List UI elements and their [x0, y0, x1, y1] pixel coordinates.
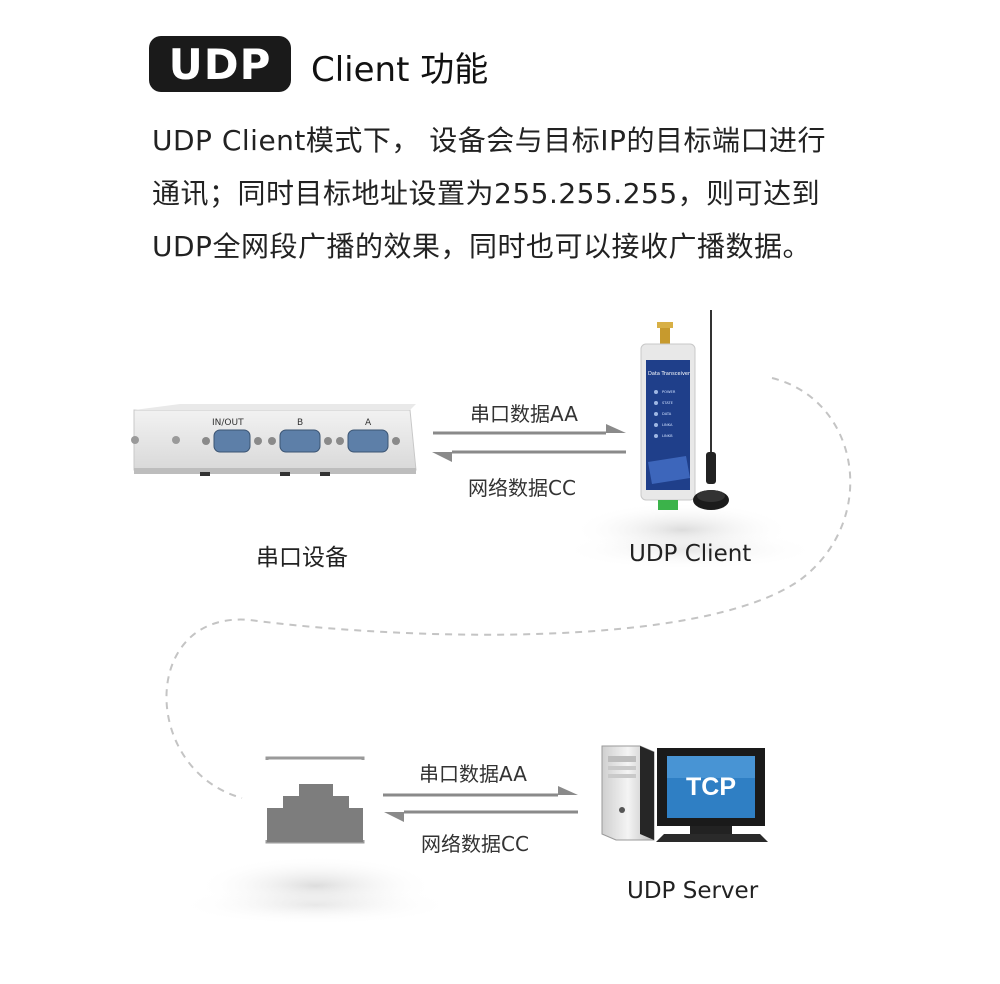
section-title: Client 功能	[311, 50, 489, 90]
udp-client-device-icon: Data Transceiver POWER STATE DATA LINKA …	[640, 322, 696, 510]
led-label: LINKB	[662, 434, 673, 438]
top-forward-arrow	[433, 424, 626, 435]
description: UDP Client模式下， 设备会与目标IP的目标端口进行 通讯；同时目标地址…	[152, 114, 872, 273]
led-label: DATA	[662, 412, 672, 416]
led-label: POWER	[662, 390, 676, 394]
top-back-label: 网络数据CC	[468, 476, 576, 500]
led-label: STATE	[662, 401, 674, 405]
ethernet-port-icon	[263, 756, 367, 844]
monitor-text: TCP	[686, 773, 736, 801]
ethernet-shadow-2	[176, 885, 456, 925]
port-label: IN/OUT	[212, 418, 244, 428]
client-shadow-2	[560, 530, 820, 570]
port-label: A	[365, 418, 372, 428]
bottom-forward-label: 串口数据AA	[419, 762, 527, 786]
bottom-forward-arrow	[383, 786, 578, 797]
top-back-arrow	[432, 450, 626, 462]
udp-server-label: UDP Server	[627, 878, 759, 904]
description-line: UDP Client模式下， 设备会与目标IP的目标端口进行	[152, 124, 826, 157]
antenna-icon	[693, 310, 729, 510]
bottom-back-label: 网络数据CC	[421, 832, 529, 856]
description-line: 通讯；同时目标地址设置为255.255.255，则可达到	[152, 177, 821, 210]
led-label: LINKA	[662, 423, 673, 427]
serial-device-icon	[131, 404, 417, 476]
serial-device-label: 串口设备	[256, 545, 348, 571]
port-label: B	[297, 418, 304, 428]
monitor-icon: TCP	[656, 748, 768, 842]
device-brand-text: Data Transceiver	[648, 371, 691, 377]
server-tower-icon	[601, 745, 655, 841]
udp-badge: UDP	[149, 36, 291, 92]
bottom-back-arrow	[384, 810, 578, 822]
connection-curve	[165, 377, 852, 799]
description-line: UDP全网段广播的效果，同时也可以接收广播数据。	[152, 230, 811, 263]
udp-client-label: UDP Client	[629, 541, 752, 567]
top-forward-label: 串口数据AA	[470, 402, 578, 426]
